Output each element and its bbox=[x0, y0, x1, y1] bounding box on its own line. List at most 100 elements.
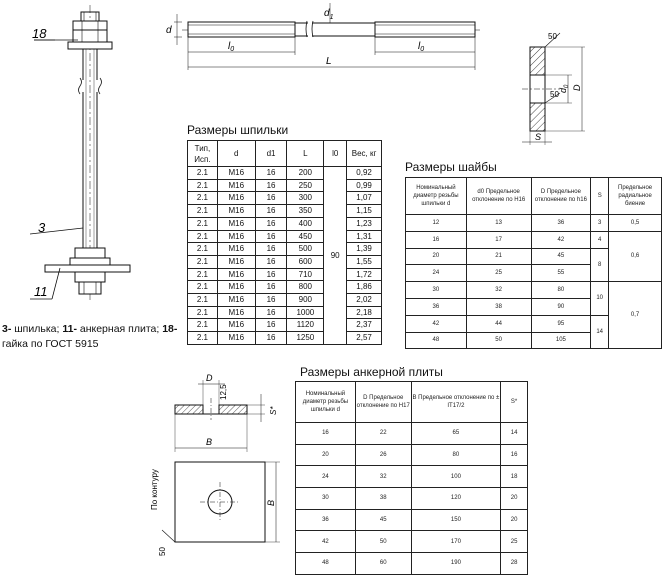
cell-d: M16 bbox=[216, 229, 256, 244]
caption-num-11: 11- bbox=[62, 323, 77, 335]
cell-d1: 16 bbox=[254, 305, 288, 320]
cell-S: 3 bbox=[590, 214, 610, 232]
cell-L: 900 bbox=[286, 293, 325, 307]
cell-d: 48 bbox=[295, 552, 356, 575]
cell-d: M16 bbox=[216, 331, 256, 345]
cell-type: 2.1 bbox=[187, 331, 218, 345]
cell-weight: 1,23 bbox=[346, 216, 382, 231]
cell-d: 30 bbox=[295, 487, 356, 510]
col-header-L: L bbox=[286, 140, 325, 167]
cell-d0: 32 bbox=[465, 281, 532, 299]
cell-D: 42 bbox=[530, 230, 592, 249]
caption-text-3: шпилька; bbox=[11, 323, 63, 335]
cell-d0: 17 bbox=[465, 230, 532, 249]
assembly-label-11: 11 bbox=[34, 284, 48, 299]
cell-d1: 16 bbox=[254, 229, 288, 244]
cell-B: 80 bbox=[410, 443, 502, 467]
cell-S: 20 bbox=[500, 487, 528, 510]
cell-D: 45 bbox=[530, 247, 592, 266]
col-header-nominal-d: Номинальный диаметр резьбы шпильки d bbox=[405, 177, 467, 215]
washer-dim-50-mid: 50 bbox=[550, 90, 559, 99]
plates-table: Номинальный диаметр резьбы шпильки d D П… bbox=[295, 381, 528, 575]
cell-weight: 1,39 bbox=[346, 242, 382, 256]
cell-weight: 2,02 bbox=[346, 293, 382, 307]
plates-title: Размеры анкерной плиты bbox=[300, 365, 443, 379]
cell-d1: 16 bbox=[254, 318, 288, 333]
cell-L: 250 bbox=[286, 178, 325, 193]
plate-dim-D: D bbox=[206, 373, 213, 383]
washers-table: Номинальный диаметр резьбы шпильки d d0 … bbox=[405, 177, 662, 350]
cell-d: M16 bbox=[216, 318, 256, 333]
cell-d: M16 bbox=[216, 242, 256, 256]
cell-L: 600 bbox=[286, 254, 325, 269]
cell-type: 2.1 bbox=[187, 267, 218, 282]
plate-dim-12-5: 12,5 bbox=[219, 384, 228, 400]
cell-L: 1120 bbox=[286, 318, 325, 333]
cell-d1: 16 bbox=[254, 216, 288, 231]
cell-weight: 1,31 bbox=[346, 229, 382, 244]
cell-D: 38 bbox=[354, 487, 412, 510]
cell-weight: 2,18 bbox=[346, 305, 382, 320]
cell-L: 400 bbox=[286, 216, 325, 231]
cell-D: 60 bbox=[354, 552, 412, 575]
cell-type: 2.1 bbox=[187, 229, 218, 244]
cell-d: 20 bbox=[295, 443, 356, 467]
cell-type: 2.1 bbox=[187, 166, 218, 180]
stud-dim-l0-right: l0 bbox=[418, 41, 424, 53]
cell-S: 10 bbox=[590, 281, 610, 316]
cell-type: 2.1 bbox=[187, 305, 218, 320]
cell-S: 16 bbox=[500, 443, 528, 467]
cell-type: 2.1 bbox=[187, 204, 218, 218]
cell-weight: 1,86 bbox=[346, 280, 382, 295]
assembly-caption: 3- шпилька; 11- анкерная плита; 18- гайк… bbox=[2, 322, 182, 352]
cell-D: 95 bbox=[530, 314, 592, 333]
washer-dim-S: S bbox=[535, 132, 541, 142]
col-header-nominal-d: Номинальный диаметр резьбы шпильки d bbox=[295, 381, 356, 423]
cell-B: 170 bbox=[410, 530, 502, 554]
cell-d: M16 bbox=[216, 267, 256, 282]
cell-L: 200 bbox=[286, 166, 325, 180]
cell-d1: 16 bbox=[254, 280, 288, 295]
col-header-l0: l0 bbox=[323, 140, 348, 167]
cell-L: 710 bbox=[286, 267, 325, 282]
cell-weight: 2,57 bbox=[346, 331, 382, 345]
cell-D: 90 bbox=[530, 297, 592, 316]
cell-D: 105 bbox=[530, 331, 592, 350]
col-header-d: d bbox=[216, 140, 256, 167]
cell-S: 28 bbox=[500, 552, 528, 575]
col-header-D: D Предельное отклонение по H17 bbox=[354, 381, 412, 423]
stud-dim-l0-left-sub: 0 bbox=[230, 46, 234, 53]
col-header-B: B Предельное отклонение по ± IT17/2 bbox=[410, 381, 502, 423]
col-header-d1: d1 bbox=[254, 140, 288, 167]
cell-d: 42 bbox=[295, 530, 356, 554]
cell-d1: 16 bbox=[254, 191, 288, 206]
cell-d: 24 bbox=[295, 465, 356, 489]
cell-S: 14 bbox=[590, 314, 610, 350]
table-header-row: Номинальный диаметр резьбы шпильки d D П… bbox=[295, 381, 528, 423]
table-header-row: Тип, Исп. d d1 L l0 Вес, кг bbox=[187, 140, 382, 167]
cell-type: 2.1 bbox=[187, 191, 218, 206]
cell-L: 350 bbox=[286, 204, 325, 218]
cell-d0: 38 bbox=[465, 297, 532, 316]
col-header-weight: Вес, кг bbox=[346, 140, 382, 167]
cell-d: 12 bbox=[405, 214, 467, 232]
cell-d1: 16 bbox=[254, 204, 288, 218]
plate-note-contour: По контуру bbox=[150, 469, 159, 510]
cell-runout: 0,7 bbox=[608, 281, 662, 350]
cell-L: 500 bbox=[286, 242, 325, 256]
cell-B: 120 bbox=[410, 487, 502, 510]
cell-d1: 16 bbox=[254, 293, 288, 307]
col-header-S: S bbox=[590, 177, 610, 215]
cell-B: 100 bbox=[410, 465, 502, 489]
cell-L: 450 bbox=[286, 229, 325, 244]
